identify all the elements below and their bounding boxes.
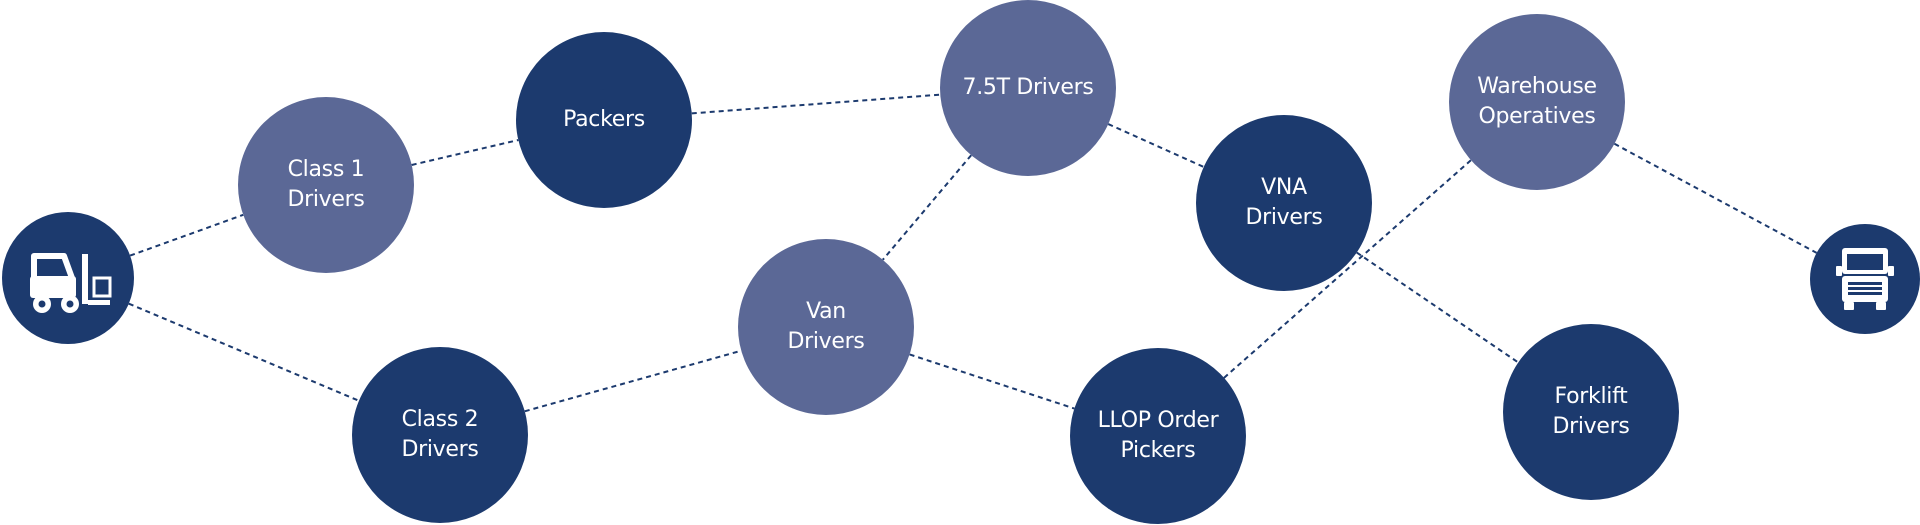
node-van-drivers: Van Drivers (738, 239, 914, 415)
node-packers: Packers (516, 32, 692, 208)
node-label: LLOP Order Pickers (1097, 408, 1219, 463)
node-label: VNA Drivers (1245, 175, 1323, 230)
connector-van-llop (909, 353, 1075, 410)
connector-warehouse-truck_icon (1613, 142, 1818, 254)
node-label: Forklift Drivers (1552, 384, 1630, 439)
connector-drivers75t-vna (1107, 123, 1205, 168)
node-label: Packers (563, 107, 645, 132)
node-label: Van Drivers (787, 299, 865, 354)
node-label: Class 1 Drivers (287, 157, 365, 212)
node-label: Class 2 Drivers (401, 407, 479, 462)
connector-drivers75t-van (882, 154, 972, 261)
connector-forklift_icon-class1 (129, 213, 244, 257)
node-class-2-drivers: Class 2 Drivers (352, 347, 528, 523)
forklift-icon (2, 212, 134, 344)
node-vna-drivers: VNA Drivers (1196, 115, 1372, 291)
connector-forklift_icon-class2 (128, 302, 360, 402)
truck-icon (1810, 224, 1920, 334)
node-label: Warehouse Operatives (1477, 74, 1597, 129)
connector-class2-van (524, 349, 742, 413)
node-llop-order-pickers: LLOP Order Pickers (1070, 348, 1246, 524)
node-warehouse-operatives: Warehouse Operatives (1449, 14, 1625, 190)
connector-llop-warehouse (1223, 159, 1472, 379)
connector-class1-packers (411, 139, 519, 166)
node-forklift-drivers: Forklift Drivers (1503, 324, 1679, 500)
connector-vna-forklift (1356, 251, 1519, 364)
node-class-1-drivers: Class 1 Drivers (238, 97, 414, 273)
connector-packers-drivers75t (691, 93, 941, 115)
node-label: 7.5T Drivers (962, 75, 1094, 100)
node-7-5t-drivers: 7.5T Drivers (940, 0, 1116, 176)
